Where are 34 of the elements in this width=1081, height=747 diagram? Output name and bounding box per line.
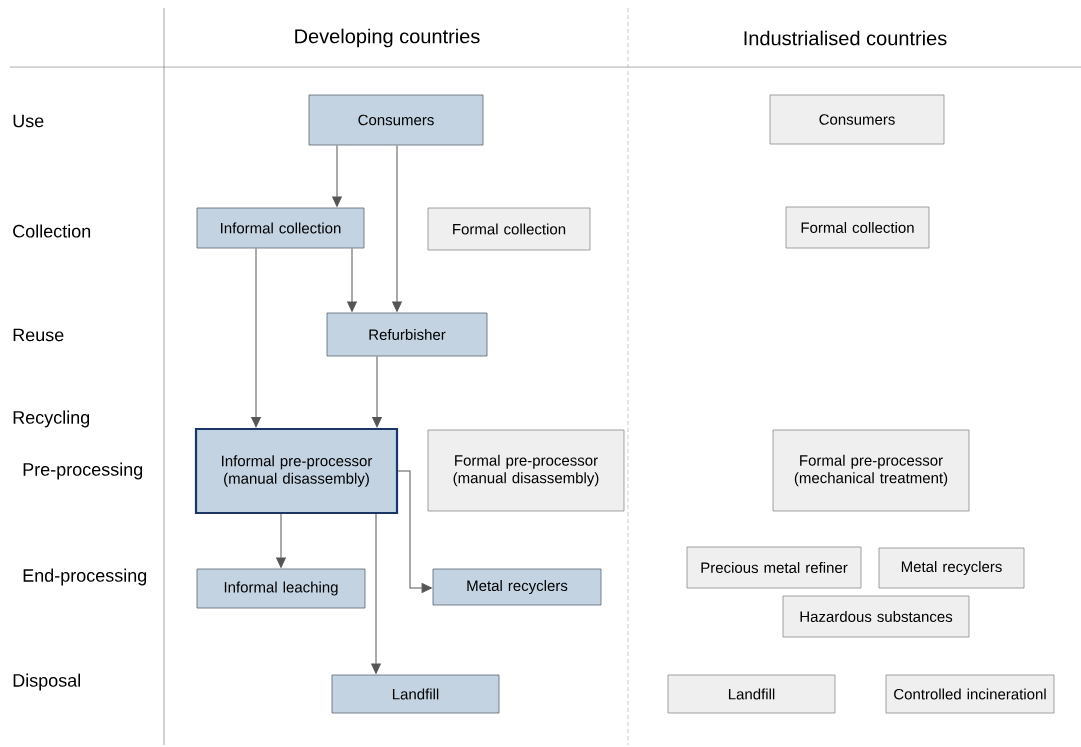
process-box: Landfill — [667, 674, 836, 714]
arrow — [372, 355, 382, 428]
arrow — [347, 247, 357, 312]
row-label: Reuse — [13, 328, 64, 342]
process-box: Formal collection — [785, 206, 930, 249]
column-heading: Developing countries — [295, 28, 480, 48]
process-box: Landfill — [331, 674, 500, 714]
arrow — [332, 144, 342, 207]
row-label: End-processing — [23, 568, 147, 586]
row-label: Pre-processing — [23, 462, 143, 480]
row-label: Recycling — [13, 410, 90, 428]
process-box: Precious metal refiner — [686, 546, 862, 589]
row-label: Disposal — [13, 673, 80, 691]
process-box: Informal collection — [196, 207, 365, 249]
process-box: Informal pre-processor (manual disassembly) — [194, 427, 399, 515]
column-heading: Industrialised countries — [744, 30, 947, 46]
row-label: Collection — [13, 224, 91, 238]
arrow — [397, 470, 432, 593]
arrow — [371, 513, 381, 674]
process-box: Metal recyclers — [878, 547, 1025, 589]
process-box: Consumers — [308, 94, 484, 146]
arrow — [392, 144, 402, 312]
process-box: Formal pre-processor (manual disassembly) — [427, 429, 625, 512]
arrow — [276, 513, 286, 568]
process-box: Informal leaching — [196, 568, 366, 609]
arrow — [251, 247, 261, 428]
row-label: Use — [13, 114, 44, 128]
process-box: Controlled incinerationl — [885, 674, 1055, 714]
process-box: Hazardous substances — [782, 595, 970, 638]
process-box: Formal pre-processor (mechanical treatment) — [772, 429, 970, 512]
process-box: Consumers — [769, 94, 945, 145]
process-box: Metal recyclers — [432, 568, 602, 606]
process-box: Refurbisher — [326, 312, 488, 357]
process-box: Formal collection — [427, 207, 591, 251]
